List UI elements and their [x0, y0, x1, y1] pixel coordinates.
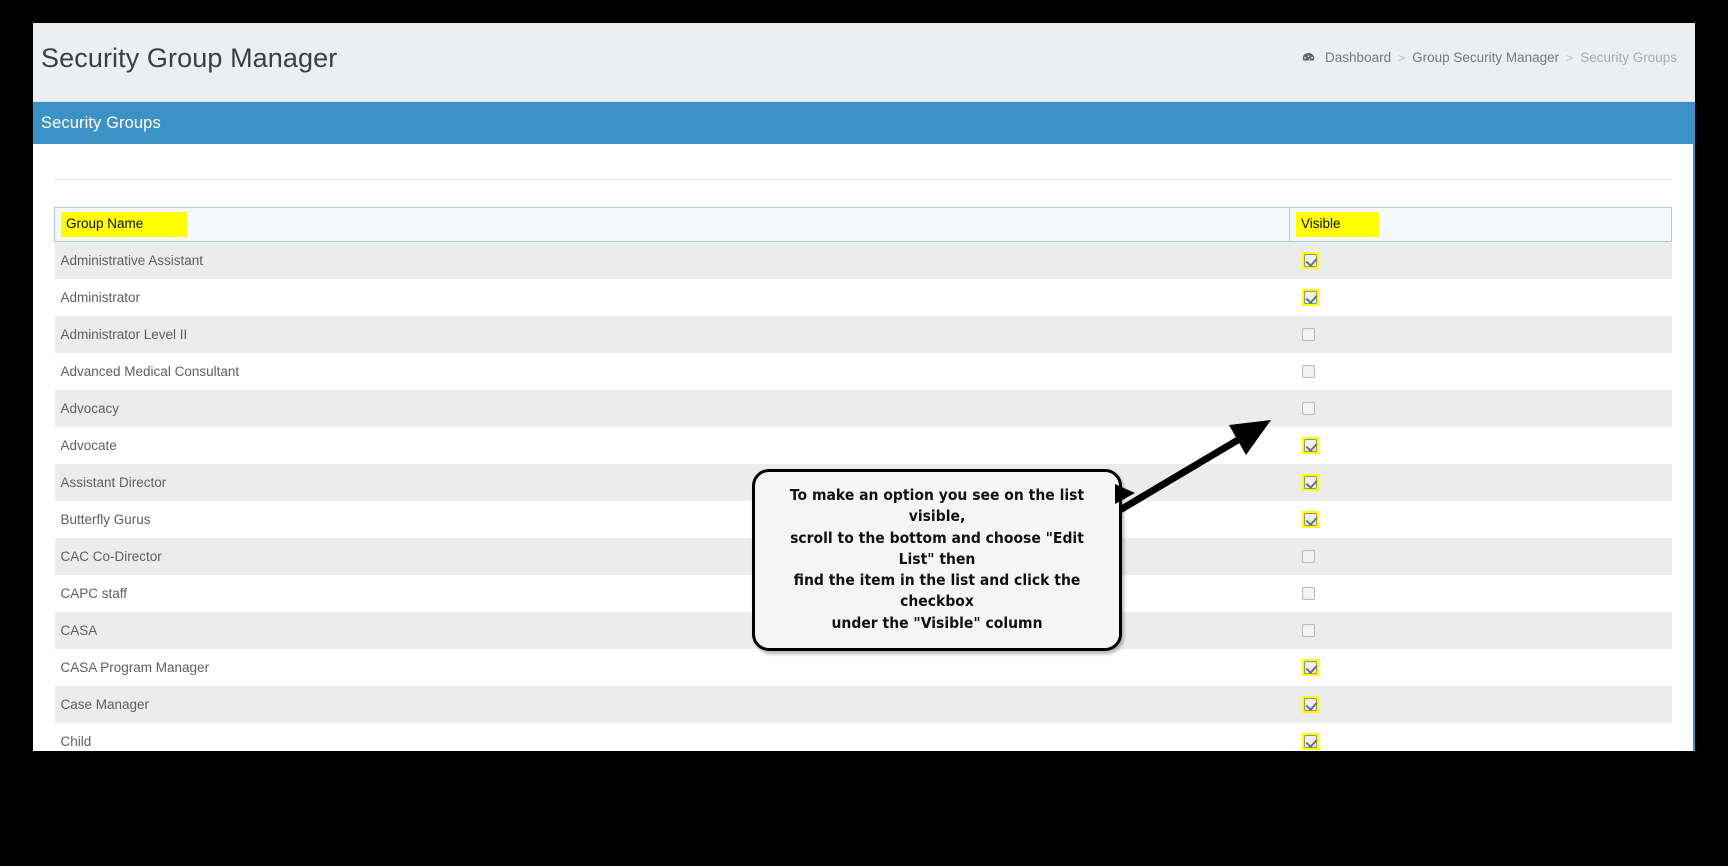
table-row: Child	[54, 722, 1672, 751]
breadcrumb: Dashboard > Group Security Manager > Sec…	[1301, 50, 1677, 65]
visible-checkbox-container	[1296, 695, 1319, 713]
breadcrumb-separator: >	[1398, 50, 1406, 65]
visible-checkbox-container	[1296, 658, 1319, 676]
cell-group-name: Child	[54, 722, 1290, 751]
visible-checkbox-container	[1296, 288, 1319, 306]
cell-group-name: Administrator	[54, 278, 1290, 316]
page-header: Security Group Manager Dashboard > Group…	[33, 23, 1695, 102]
cell-visible	[1289, 722, 1672, 751]
cell-group-name: Advocacy	[54, 389, 1290, 427]
visible-checkbox-container	[1296, 473, 1319, 491]
table-header-row: Group Name Visible	[54, 207, 1672, 242]
highlight-box	[1301, 288, 1319, 306]
cell-visible	[1289, 426, 1672, 464]
visible-checkbox[interactable]	[1303, 438, 1317, 452]
table-row: Advocacy	[54, 389, 1672, 427]
table-row: Advocate	[54, 426, 1672, 464]
visible-checkbox[interactable]	[1303, 734, 1317, 748]
cell-group-name: Advocate	[54, 426, 1290, 464]
table-row: Administrator	[54, 278, 1672, 316]
visible-checkbox-container	[1296, 510, 1319, 528]
visible-checkbox[interactable]	[1301, 587, 1315, 601]
table-row: Administrative Assistant	[54, 241, 1672, 279]
visible-checkbox[interactable]	[1303, 697, 1317, 711]
visible-checkbox[interactable]	[1301, 402, 1315, 416]
highlight-box	[1301, 251, 1319, 269]
table-row: Administrator Level II	[54, 315, 1672, 353]
content-area: Group Name Visible Administrative Assist…	[33, 144, 1695, 751]
breadcrumb-item-dashboard[interactable]: Dashboard	[1325, 50, 1392, 65]
cell-visible	[1289, 278, 1672, 316]
visible-checkbox-container	[1296, 251, 1319, 269]
visible-checkbox[interactable]	[1301, 624, 1315, 638]
cell-visible	[1289, 352, 1672, 390]
cell-group-name: CASA Program Manager	[54, 648, 1290, 686]
breadcrumb-separator: >	[1566, 50, 1574, 65]
instruction-callout-text: To make an option you see on the list vi…	[789, 486, 1085, 632]
cell-visible	[1289, 463, 1672, 501]
visible-checkbox-container	[1296, 732, 1319, 750]
visible-checkbox-container	[1296, 364, 1315, 379]
table-row: CASA Program Manager	[54, 648, 1672, 686]
cell-visible	[1289, 389, 1672, 427]
cell-group-name: Advanced Medical Consultant	[54, 352, 1290, 390]
column-header-visible-label: Visible	[1296, 212, 1379, 237]
security-groups-table-wrapper: Group Name Visible Administrative Assist…	[54, 179, 1672, 751]
visible-checkbox[interactable]	[1301, 550, 1315, 564]
cell-visible	[1289, 685, 1672, 723]
cell-visible	[1289, 500, 1672, 538]
cell-visible	[1289, 648, 1672, 686]
section-bar-title: Security Groups	[41, 113, 161, 132]
cell-group-name: Administrative Assistant	[54, 241, 1290, 279]
visible-checkbox[interactable]	[1303, 253, 1317, 267]
table-row: Advanced Medical Consultant	[54, 352, 1672, 390]
highlight-box	[1301, 695, 1319, 713]
visible-checkbox[interactable]	[1303, 475, 1317, 489]
cell-visible	[1289, 537, 1672, 575]
cell-visible	[1289, 574, 1672, 612]
dashboard-icon	[1301, 50, 1316, 65]
divider	[54, 179, 1672, 180]
page-viewport: Security Group Manager Dashboard > Group…	[33, 23, 1695, 751]
visible-checkbox-container	[1296, 436, 1319, 454]
breadcrumb-item-security-groups: Security Groups	[1580, 50, 1677, 65]
security-groups-table: Group Name Visible Administrative Assist…	[54, 207, 1672, 751]
cell-visible	[1289, 241, 1672, 279]
visible-checkbox-container	[1296, 623, 1315, 638]
highlight-box	[1301, 436, 1319, 454]
visible-checkbox[interactable]	[1303, 512, 1317, 526]
highlight-box	[1301, 473, 1319, 491]
page-title: Security Group Manager	[41, 43, 338, 73]
highlight-box	[1301, 510, 1319, 528]
section-bar: Security Groups	[33, 102, 1695, 144]
visible-checkbox[interactable]	[1303, 290, 1317, 304]
column-header-group-name-label: Group Name	[61, 212, 188, 237]
visible-checkbox[interactable]	[1301, 365, 1315, 379]
visible-checkbox[interactable]	[1301, 328, 1315, 342]
cell-visible	[1289, 611, 1672, 649]
table-row: Case Manager	[54, 685, 1672, 723]
visible-checkbox-container	[1296, 549, 1315, 564]
cell-group-name: Administrator Level II	[54, 315, 1290, 353]
highlight-box	[1301, 732, 1319, 750]
callout-tail	[1115, 484, 1135, 504]
highlight-box	[1301, 658, 1319, 676]
visible-checkbox[interactable]	[1303, 660, 1317, 674]
cell-visible	[1289, 315, 1672, 353]
breadcrumb-item-group-security-manager[interactable]: Group Security Manager	[1412, 50, 1560, 65]
visible-checkbox-container	[1296, 401, 1315, 416]
visible-checkbox-container	[1296, 586, 1315, 601]
instruction-callout: To make an option you see on the list vi…	[752, 469, 1135, 652]
column-header-group-name[interactable]: Group Name	[54, 207, 1290, 242]
column-header-visible[interactable]: Visible	[1289, 207, 1672, 242]
cell-group-name: Case Manager	[54, 685, 1290, 723]
visible-checkbox-container	[1296, 327, 1315, 342]
